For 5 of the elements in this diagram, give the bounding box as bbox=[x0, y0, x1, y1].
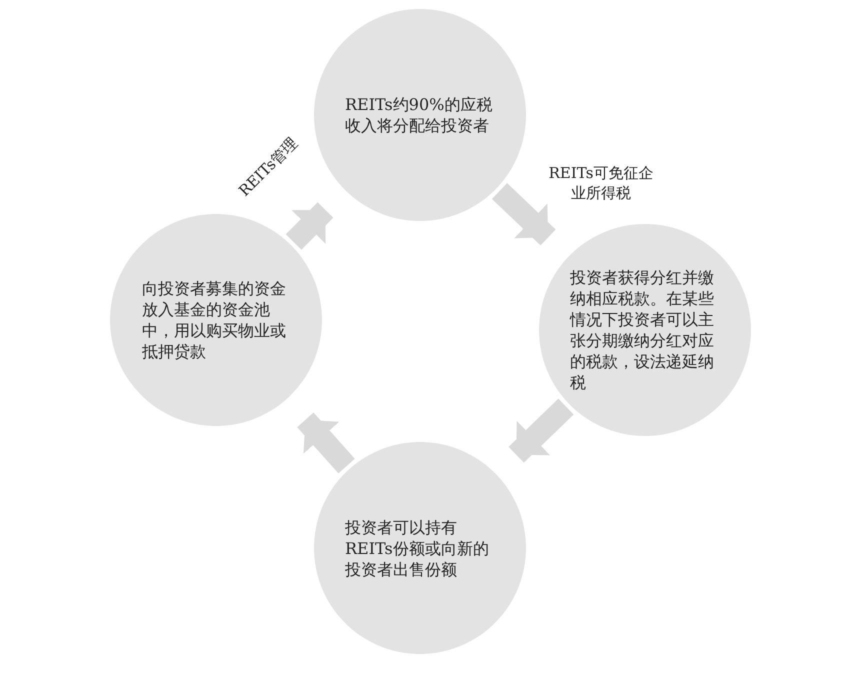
node-text: 向投资者募集的资金放入基金的资金池中，用以购买物业或抵押贷款 bbox=[142, 278, 287, 362]
node-text: 投资者获得分红并缴纳相应税款。在某些情况下投资者可以主张分期缴纳分红对应的税款，设法递延纳税 bbox=[570, 267, 715, 393]
node-text: REITs约90%的应税收入将分配给投资者 bbox=[345, 94, 494, 136]
edge-label: REITs可免征企业所得税 bbox=[548, 163, 654, 203]
node-text: 投资者可以持有REITs份额或向新的投资者出售份额 bbox=[345, 516, 490, 580]
